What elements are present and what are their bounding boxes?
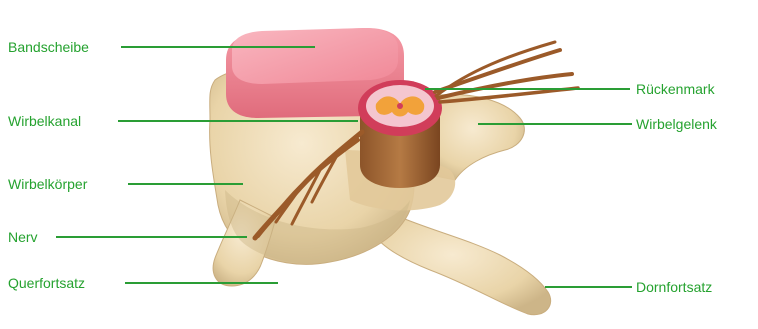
spinal-cord-shape (358, 80, 442, 188)
label-bandscheibe: Bandscheibe (8, 39, 89, 55)
label-wirbelkanal: Wirbelkanal (8, 113, 81, 129)
label-dornfortsatz: Dornfortsatz (636, 279, 712, 295)
label-wirbelgelenk: Wirbelgelenk (636, 116, 717, 132)
label-wirbelkoerper: Wirbelkörper (8, 176, 87, 192)
label-nerv: Nerv (8, 229, 38, 245)
label-rueckenmark: Rückenmark (636, 81, 715, 97)
label-querfortsatz: Querfortsatz (8, 275, 85, 291)
